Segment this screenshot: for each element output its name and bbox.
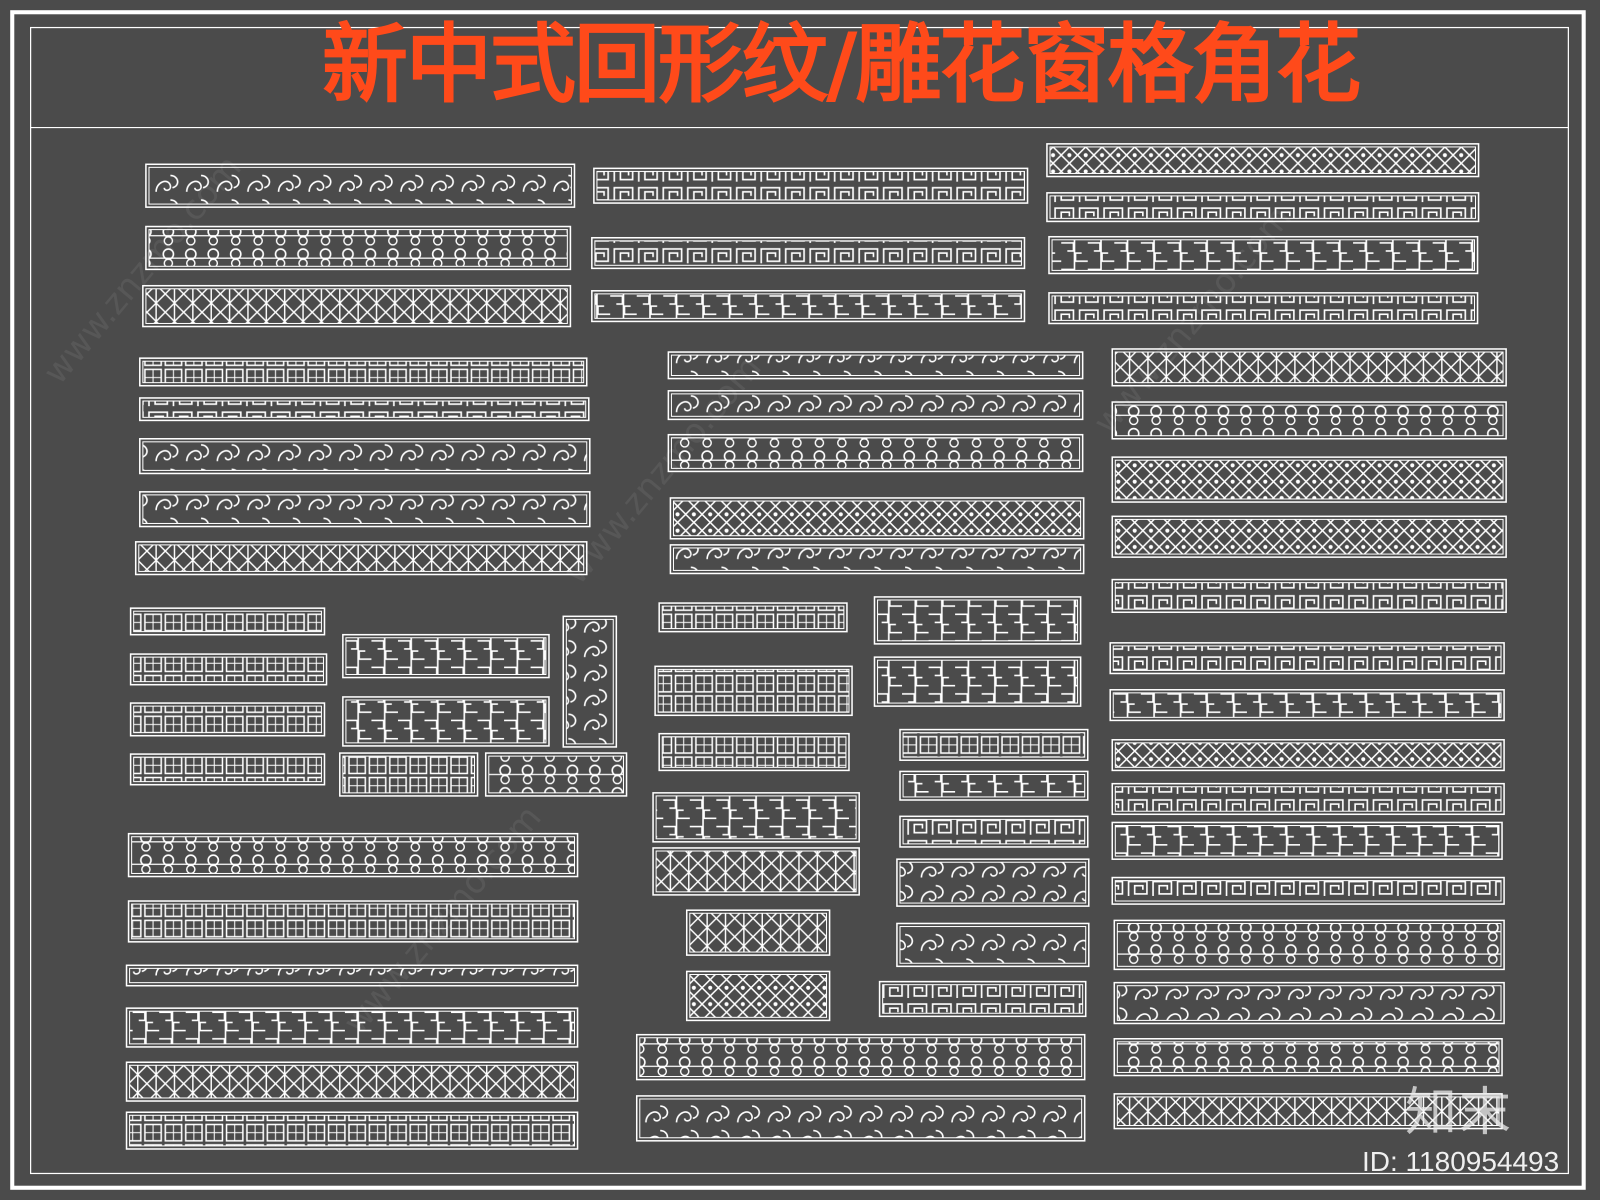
ornament-panel: [339, 752, 479, 797]
ornament-panel: [1111, 456, 1507, 503]
ornament-panel: [1111, 876, 1505, 905]
ornament-panel: [484, 752, 628, 797]
ornament-panel: [127, 832, 579, 878]
ornament-panel: [899, 815, 1089, 848]
ornament-panel: [139, 357, 588, 387]
ornament-panel: [1048, 292, 1479, 325]
ornament-panel: [1113, 981, 1505, 1025]
ornament-panels: [125, 143, 1507, 1150]
ornament-panel: [1111, 348, 1507, 387]
ornament-panel: [667, 390, 1084, 421]
image-id-label: ID: 1180954493: [1362, 1146, 1560, 1177]
ornament-panel: [635, 1095, 1086, 1142]
ornament-panel: [873, 596, 1082, 645]
ornament-panel: [342, 633, 550, 679]
outer-frame: [10, 10, 1586, 1190]
ornament-panel: [873, 656, 1082, 707]
ornament-panel: [139, 397, 590, 422]
ornament-panel: [1111, 515, 1507, 558]
ornament-panel: [139, 438, 591, 475]
ornament-panel: [635, 1033, 1086, 1081]
ornament-panel: [654, 665, 853, 717]
ornament-panel: [658, 602, 848, 633]
ornament-panel: [125, 1111, 579, 1150]
ornament-panel: [142, 284, 572, 328]
ornament-panel: [129, 653, 328, 686]
ornament-panel: [652, 847, 860, 896]
ornament-panel: [896, 922, 1090, 968]
ornament-panel: [652, 792, 860, 843]
ornament-panel: [669, 544, 1085, 575]
ornament-panel: [562, 615, 618, 748]
ornament-panel: [342, 696, 550, 747]
ornament-panel: [134, 541, 588, 576]
ornament-panel: [667, 351, 1084, 380]
ornament-panel: [1109, 689, 1505, 722]
ornament-panel: [1111, 401, 1507, 440]
ornament-panel: [685, 909, 831, 956]
ornament-panel: [139, 491, 591, 528]
ornament-panel: [127, 900, 579, 943]
ornament-panel: [145, 225, 572, 271]
ornament-panel: [878, 980, 1087, 1018]
ornament-panel: [1111, 578, 1507, 614]
ornament-panel: [899, 770, 1089, 801]
ornament-panel: [593, 167, 1029, 204]
ornament-panel: [129, 702, 326, 737]
ornament-panel: [129, 607, 326, 636]
ornament-panel: [129, 753, 326, 786]
ornament-panel: [591, 290, 1026, 323]
ornament-panel: [1048, 235, 1479, 275]
ornament-panel: [896, 858, 1090, 907]
ornament-panel: [125, 964, 579, 987]
ornament-panel: [1111, 821, 1503, 860]
ornament-panel: [899, 728, 1089, 761]
ornament-panel: [1113, 1038, 1503, 1077]
ornament-panel: [1113, 1093, 1503, 1130]
inner-frame: [30, 26, 1569, 1175]
ornament-panel: [658, 732, 850, 772]
ornament-panel: [145, 163, 576, 208]
ornament-panel: [125, 1007, 579, 1048]
ornament-panel: [669, 497, 1085, 540]
ornament-panel: [125, 1061, 579, 1102]
ornament-panel: [667, 433, 1084, 473]
ornament-panel: [591, 236, 1026, 270]
ornament-panel: [1046, 192, 1480, 223]
ornament-panel: [685, 970, 831, 1022]
sheet-title: 新中式回形纹/雕花窗格角花: [322, 15, 1361, 115]
ornament-panel: [1046, 143, 1480, 178]
ornament-panel: [1111, 739, 1505, 772]
ornament-panel: [1113, 919, 1505, 971]
ornament-panel: [1111, 782, 1505, 816]
watermark-logo: 知末: [1405, 1083, 1514, 1143]
ornament-panel: [1109, 642, 1505, 675]
